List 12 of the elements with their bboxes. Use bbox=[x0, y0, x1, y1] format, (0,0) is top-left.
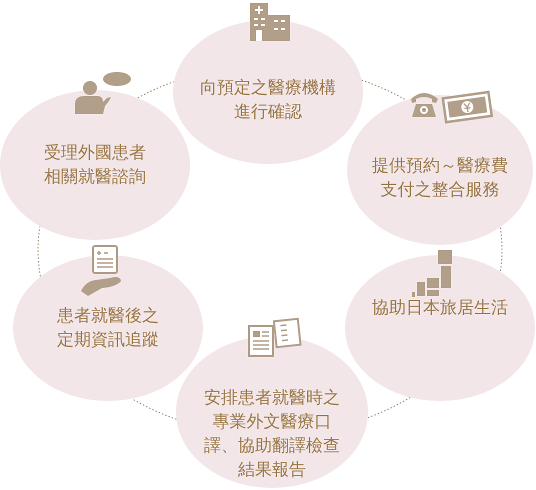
service-text: 協助日本旅居生活 bbox=[372, 297, 508, 320]
dotted-connector bbox=[132, 398, 177, 420]
service-text: 提供預約～醫療費支付之整合服務 bbox=[371, 155, 509, 202]
dotted-connector bbox=[367, 396, 411, 418]
service-text: 受理外國患者相關就醫諮詢 bbox=[42, 142, 147, 189]
dotted-connector bbox=[38, 226, 41, 277]
dotted-connector bbox=[361, 80, 406, 101]
service-text: 向預定之醫療機構進行確認 bbox=[199, 77, 337, 124]
service-text: 安排患者就醫時之專業外文醫療口譯、協助翻譯檢查結果報告 bbox=[203, 387, 341, 482]
dotted-connector bbox=[137, 81, 174, 98]
service-text: 患者就醫後之定期資訊追蹤 bbox=[56, 305, 160, 352]
dotted-connector bbox=[500, 227, 502, 272]
